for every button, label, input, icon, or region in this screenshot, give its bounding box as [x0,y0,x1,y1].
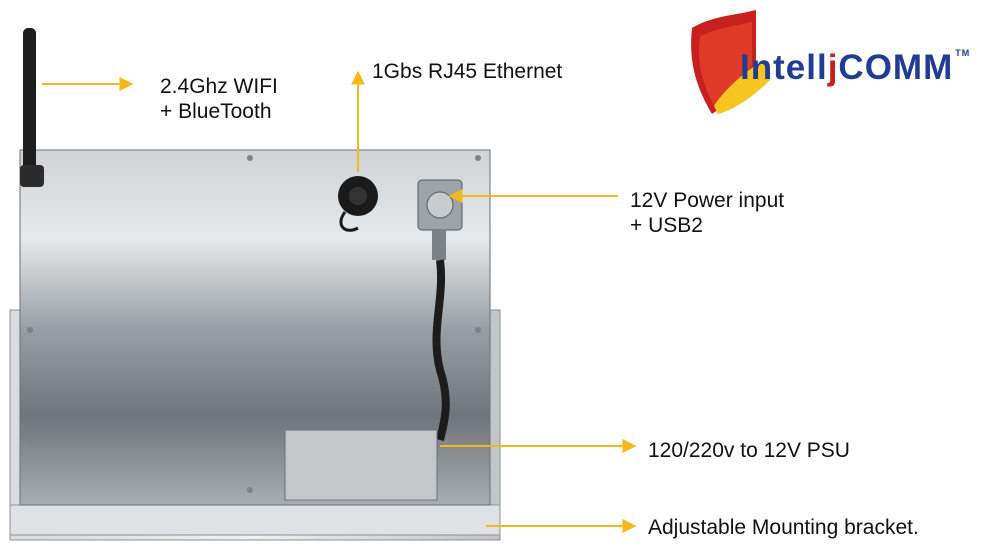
power-cable [432,259,450,441]
logo-text-j: j [827,48,839,87]
antenna-base [20,165,44,187]
logo-text-intell: Intell [740,48,828,87]
logo-trademark: TM [955,48,971,58]
ethernet-label: 1Gbs RJ45 Ethernet [372,59,562,84]
psu-label: 120/220v to 12V PSU [648,438,850,463]
power-label-line1: 12V Power input [630,189,785,212]
bracket-base [9,504,501,536]
bracket-label: Adjustable Mounting bracket. [648,515,919,540]
power-label-line2: + USB2 [630,214,703,237]
wifi-label-line1: 2.4Ghz WIFI [160,75,278,98]
psu-label-line1: 120/220v to 12V PSU [648,439,850,462]
shield-icon [691,10,770,114]
wifi-label-line2: + BlueTooth [160,100,272,123]
ethernet-label-line1: 1Gbs RJ45 Ethernet [372,60,563,83]
psu-box [284,429,438,501]
wifi-label: 2.4Ghz WIFI + BlueTooth [160,74,278,124]
bracket-label-line1: Adjustable Mounting bracket. [648,516,919,539]
power-label: 12V Power input + USB2 [630,188,784,238]
logo-text-comm: COMM [838,48,954,87]
ethernet-port [338,176,378,232]
antenna [23,28,36,178]
